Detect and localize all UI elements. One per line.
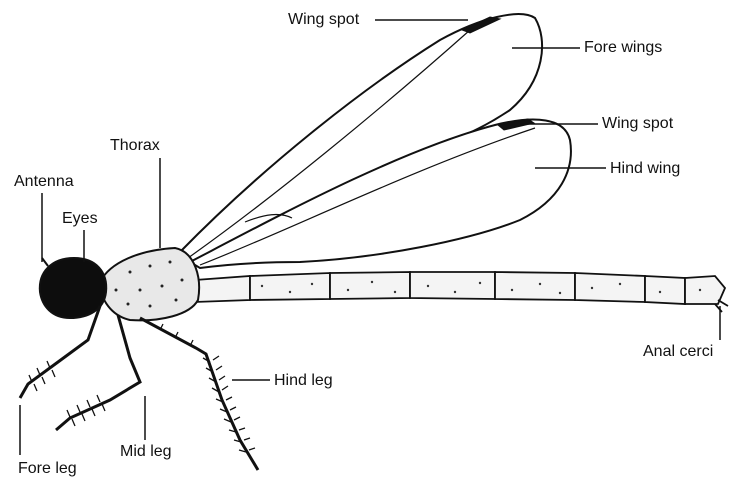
label-anal-cerci: Anal cerci — [643, 343, 713, 361]
antenna-line — [42, 258, 48, 266]
label-wing-spot-hind: Wing spot — [602, 115, 673, 133]
label-hind-leg: Hind leg — [274, 372, 333, 390]
label-hind-wing: Hind wing — [610, 160, 680, 178]
fore-leg — [20, 306, 100, 398]
label-wing-spot-fore: Wing spot — [288, 11, 359, 29]
label-eyes: Eyes — [62, 210, 98, 228]
leg-spines — [29, 324, 255, 452]
abdomen — [195, 272, 725, 304]
label-antenna: Antenna — [14, 173, 74, 191]
label-fore-leg: Fore leg — [18, 460, 77, 478]
thorax — [100, 248, 199, 320]
label-mid-leg: Mid leg — [120, 443, 172, 461]
head — [40, 258, 106, 318]
label-fore-wings: Fore wings — [584, 39, 662, 57]
label-thorax: Thorax — [110, 137, 160, 155]
